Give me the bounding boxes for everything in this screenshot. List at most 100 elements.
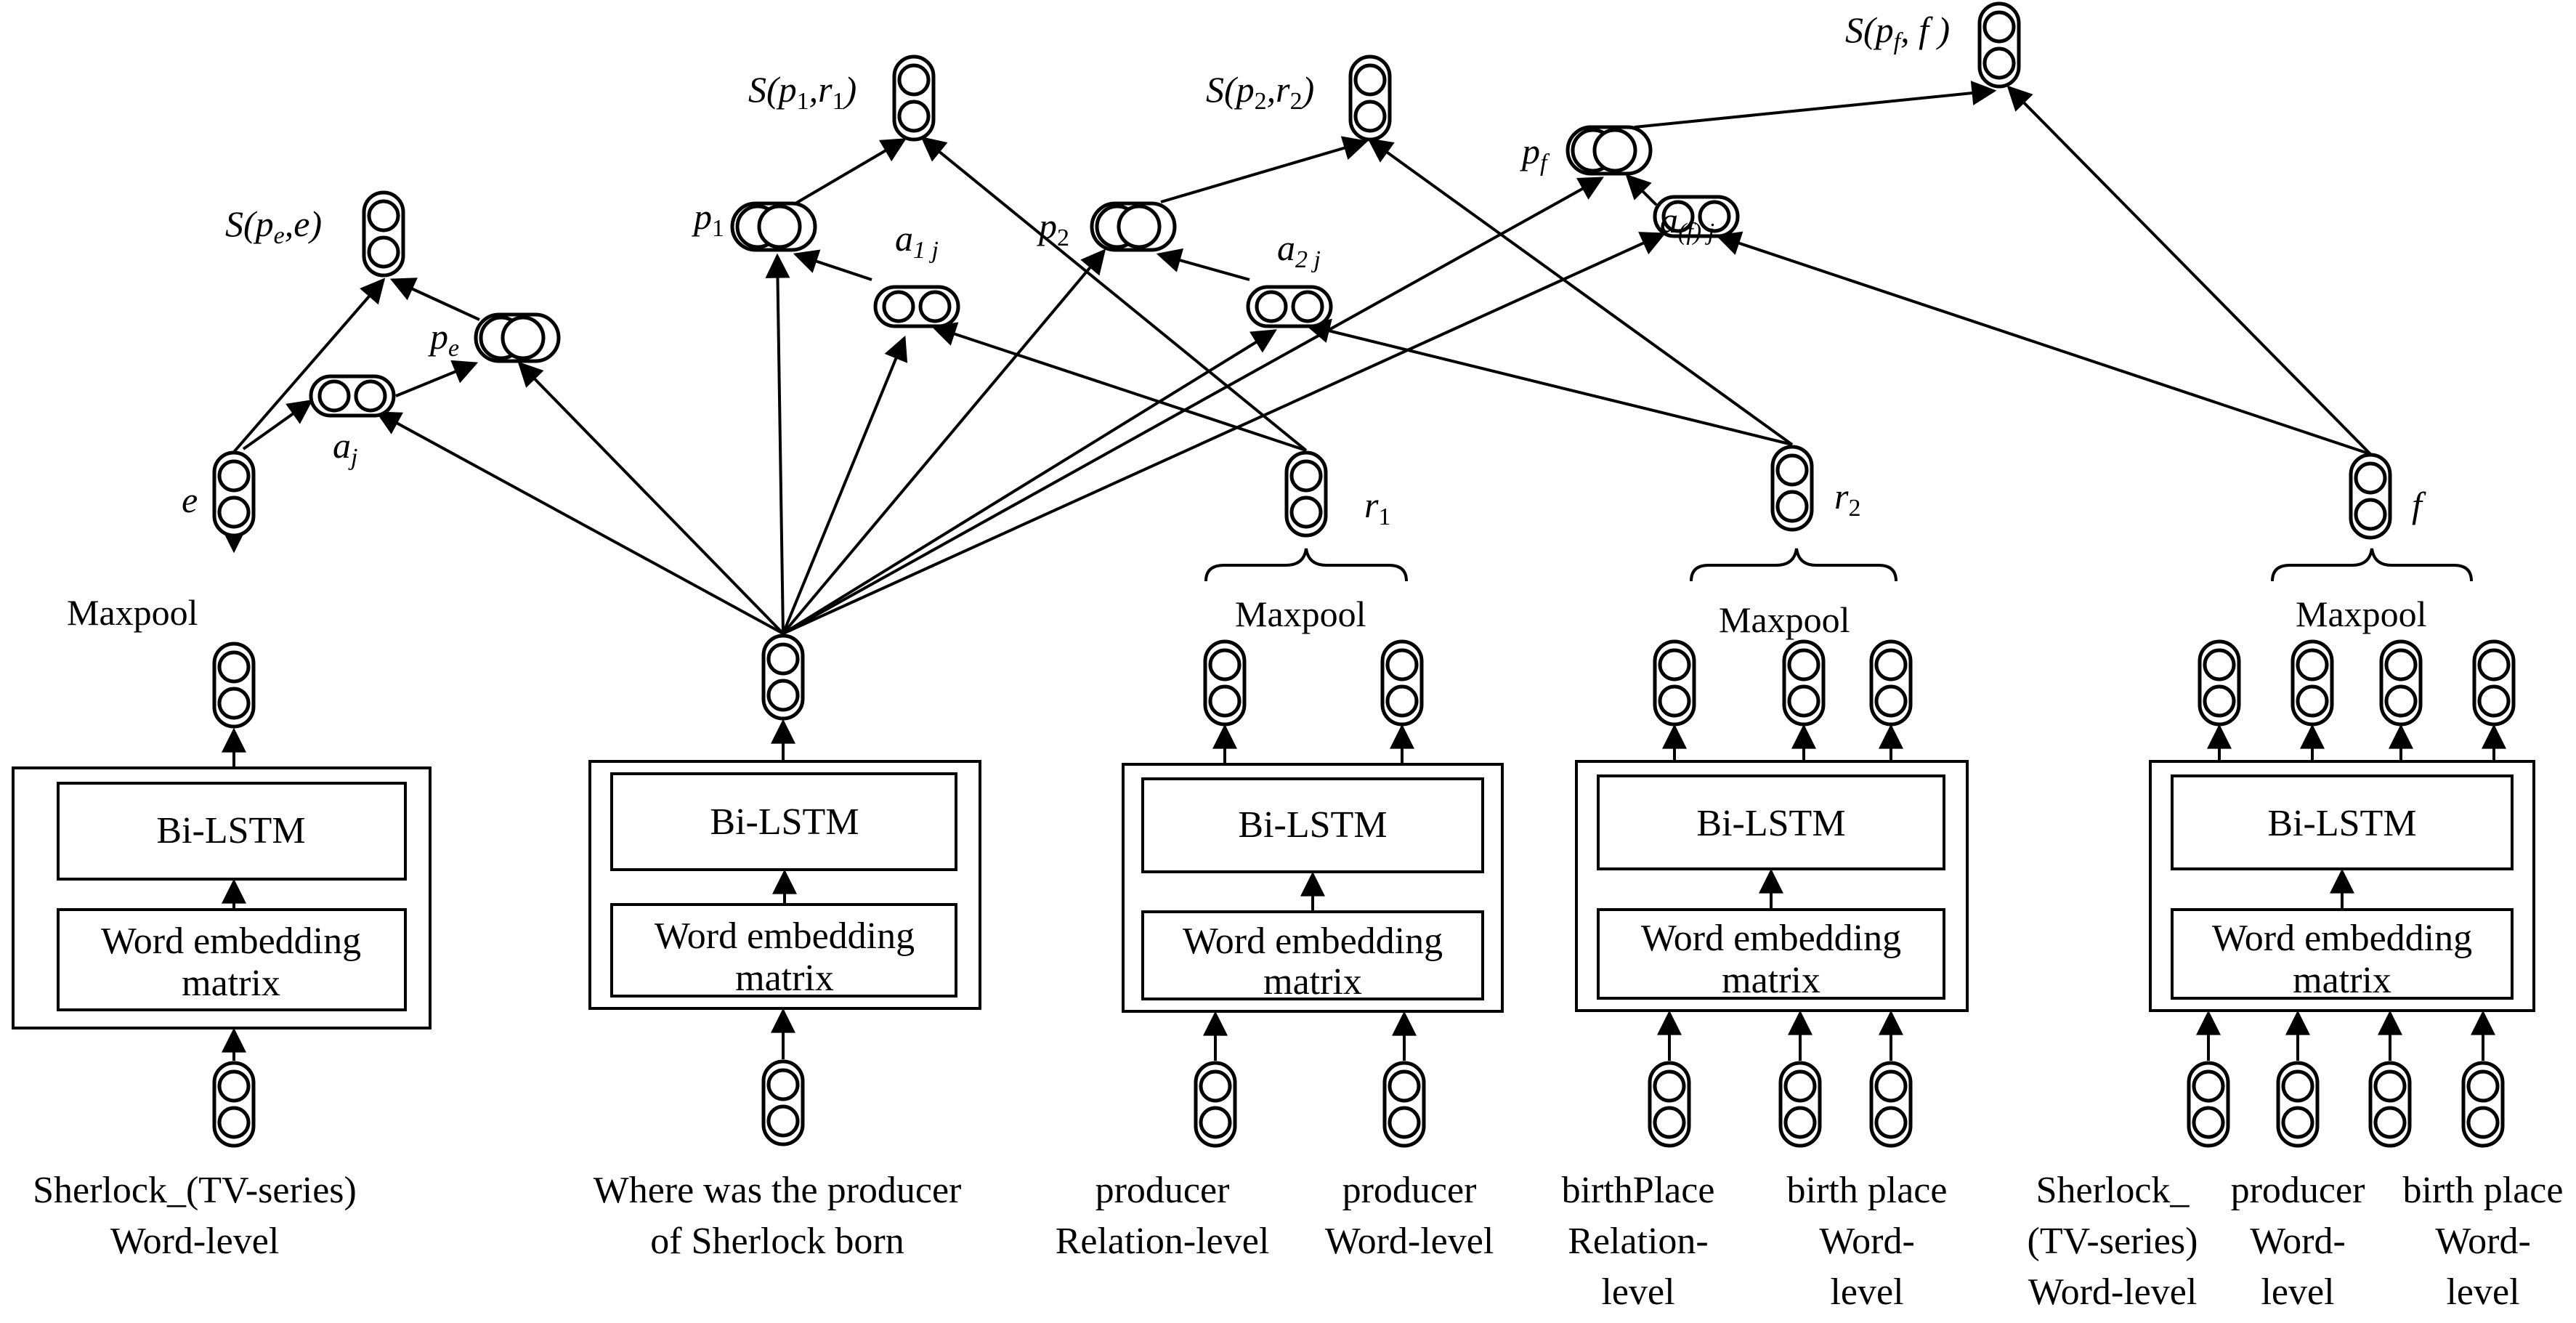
brace-r2 — [1690, 548, 1897, 582]
vector-node-input — [1382, 1061, 1426, 1148]
vector-node-a2j — [1246, 285, 1333, 328]
matrix-label: matrix — [735, 958, 834, 999]
vector-node-afj — [1653, 195, 1740, 238]
vector-node-hidden — [2198, 639, 2241, 727]
vector-node-entity-hidden — [212, 642, 256, 729]
label-p1: p1 — [692, 196, 724, 242]
connection-arrow — [782, 232, 1666, 635]
label-pe: pe — [428, 316, 459, 362]
encoder-4: Bi-LSTM Word embedding matrix — [1575, 760, 1969, 1012]
connection-arrow — [376, 411, 784, 635]
vector-node-s-pf-f — [1977, 1, 2021, 89]
vector-node-s-p1-r1 — [892, 54, 936, 142]
vector-node-s-p2-r2 — [1348, 54, 1392, 142]
input-caption-entity: Sherlock_(TV-series)Word-level — [33, 1170, 357, 1262]
vector-node-input — [2461, 1061, 2505, 1148]
bilstm-label: Bi-LSTM — [2267, 803, 2416, 844]
label-aj: aj — [333, 425, 357, 471]
vector-node-r2 — [1770, 445, 1814, 532]
label-e: e — [182, 480, 198, 520]
vector-node-hidden — [1653, 639, 1696, 727]
encoder-5: Bi-LSTM Word embedding matrix — [2149, 760, 2535, 1012]
connection-arrow — [517, 361, 785, 635]
encoder-1: Bi-LSTM Word embedding matrix — [12, 766, 432, 1029]
connection-arrow — [765, 253, 790, 634]
matrix-label: matrix — [182, 963, 280, 1004]
label-a2j: a2 j — [1277, 227, 1321, 273]
bilstm-label: Bi-LSTM — [1238, 804, 1387, 846]
connection-arrows — [222, 81, 2372, 635]
vector-node-aj — [309, 374, 396, 418]
label-r1: r1 — [1364, 485, 1390, 530]
connection-arrow — [395, 360, 479, 397]
vector-node-hidden — [2472, 639, 2516, 727]
label-r2: r2 — [1834, 476, 1860, 522]
vector-node-a1j — [873, 285, 960, 328]
bilstm-label: Bi-LSTM — [710, 801, 859, 843]
word-embedding-label: Word embedding — [2212, 918, 2472, 959]
maxpool-label: Maxpool — [1235, 594, 1366, 634]
vector-node-question — [761, 634, 805, 721]
matrix-label: matrix — [1722, 960, 1820, 1001]
label-a1j: a1 j — [895, 218, 939, 264]
vector-node-f — [2349, 453, 2392, 540]
maxpool-label: Maxpool — [67, 592, 198, 633]
vector-node-s-pe-e — [362, 190, 405, 278]
bilstm-label: Bi-LSTM — [156, 810, 305, 851]
vector-node-hidden — [2379, 639, 2423, 727]
vector-node-pf — [1566, 125, 1653, 176]
vector-node-pe — [474, 312, 561, 363]
label-s-pe-e: S(pe,e) — [225, 203, 322, 249]
vector-node-question-input — [761, 1059, 805, 1146]
connection-arrow — [782, 248, 1106, 635]
vector-node-input — [1778, 1061, 1822, 1148]
maxpool-label: Maxpool — [1719, 599, 1850, 640]
connection-arrow — [1625, 174, 1658, 206]
bilstm-label: Bi-LSTM — [1696, 803, 1845, 844]
connection-arrow — [1160, 136, 1369, 203]
vector-node-input — [1869, 1061, 1913, 1148]
vector-node-p1 — [730, 201, 817, 252]
maxpool-label: Maxpool — [2296, 594, 2427, 634]
vector-node-input — [2187, 1061, 2230, 1148]
connection-arrow — [782, 329, 1277, 635]
label-f: f — [2412, 485, 2426, 525]
vector-node-hidden — [1869, 639, 1913, 727]
connection-arrow — [793, 249, 872, 281]
connection-arrow — [1367, 138, 1794, 446]
connection-arrow — [1634, 81, 1997, 129]
label-pf: pf — [1520, 131, 1550, 177]
connection-arrow — [1156, 248, 1250, 281]
connection-arrow — [931, 322, 1307, 452]
label-afj: a(f) j — [1660, 200, 1714, 246]
brace-f — [2271, 548, 2473, 582]
vector-node-r1 — [1284, 450, 1328, 538]
vector-node-hidden — [1380, 639, 1424, 727]
word-embedding-label: Word embedding — [655, 915, 915, 957]
vector-node-p2 — [1090, 201, 1177, 252]
label-p2: p2 — [1037, 206, 1069, 251]
connection-arrow — [1305, 318, 1793, 446]
word-embedding-label: Word embedding — [101, 921, 361, 962]
vector-node-e — [212, 450, 256, 538]
connection-arrow — [232, 278, 386, 453]
vector-node-entity-input — [212, 1061, 256, 1148]
connection-arrow — [1715, 231, 2371, 456]
maxpool-braces — [1204, 548, 2473, 582]
matrix-label: matrix — [2293, 960, 2391, 1001]
connection-arrow — [782, 177, 1604, 635]
word-embedding-label: Word embedding — [1183, 921, 1443, 962]
connection-arrow — [389, 278, 480, 321]
vector-node-hidden — [2291, 639, 2334, 727]
brace-r1 — [1204, 548, 1408, 582]
label-s-p2-r2: S(p2,r2) — [1206, 69, 1314, 115]
vector-nodes — [212, 1, 2516, 1148]
vector-node-input — [1648, 1061, 1691, 1148]
